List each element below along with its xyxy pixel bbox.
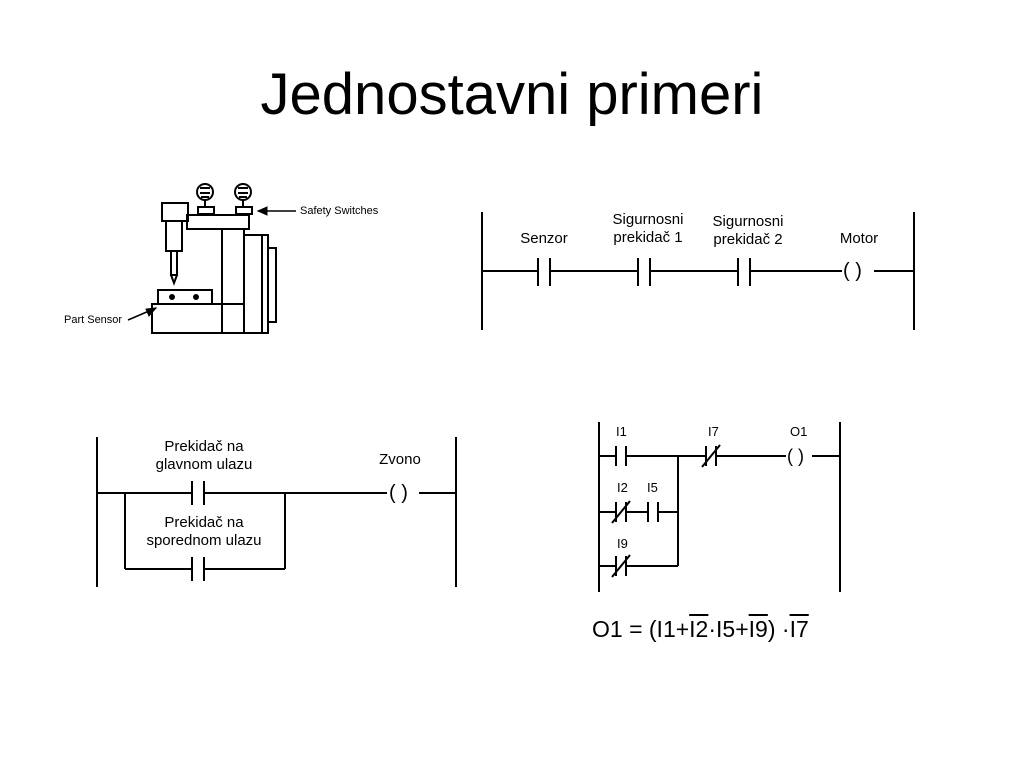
safety-switch-1 — [196, 183, 215, 215]
boolean-formula: O1 = (I1+I2·I5+I9) ·I7 — [592, 614, 809, 644]
formula-close: ) · — [767, 616, 790, 642]
ladder-1 — [481, 212, 915, 330]
ladder3-o1-label: O1 — [790, 424, 808, 439]
formula-i9-negated: I9 — [748, 616, 768, 642]
ladder2-bell-coil: ( ) — [389, 482, 408, 504]
ladder2-bell-label: Zvono — [379, 451, 421, 468]
ladder2-side-switch-label: Prekidač na sporednom ulazu — [146, 514, 262, 549]
ladder3-o1-coil: ( ) — [787, 446, 804, 466]
machine-illustration — [127, 183, 296, 334]
formula-prefix: O1 = (I1+ — [592, 616, 690, 642]
safety-switch-2 — [234, 183, 253, 215]
ladder-2 — [96, 437, 457, 587]
ladder1-safety-switch-1-label: Sigurnosni prekidač 1 — [612, 211, 684, 246]
ladder3-i5-label: I5 — [647, 480, 658, 495]
ladder1-safety-switch-2-label: Sigurnosni prekidač 2 — [712, 213, 784, 248]
formula-i7-negated: I7 — [789, 616, 809, 642]
ladder-3 — [598, 422, 841, 592]
formula-dot: · — [708, 616, 717, 642]
ladder1-motor-label: Motor — [839, 230, 879, 247]
part-sensor-label: Part Sensor — [64, 314, 123, 326]
ladder2-main-switch-label: Prekidač na glavnom ulazu — [155, 438, 253, 473]
formula-i2-negated: I2 — [689, 616, 709, 642]
ladder3-i2-label: I2 — [617, 480, 628, 495]
formula-i5: I5+ — [716, 616, 749, 642]
ladder3-i9-label: I9 — [617, 536, 628, 551]
ladder1-senzor-label: Senzor — [520, 230, 568, 247]
safety-switches-label: Safety Switches — [300, 205, 379, 217]
ladder3-i7-label: I7 — [708, 424, 719, 439]
ladder1-motor-coil: ( ) — [843, 260, 862, 282]
page-title: Jednostavni primeri — [260, 62, 764, 127]
ladder3-i1-label: I1 — [616, 424, 627, 439]
